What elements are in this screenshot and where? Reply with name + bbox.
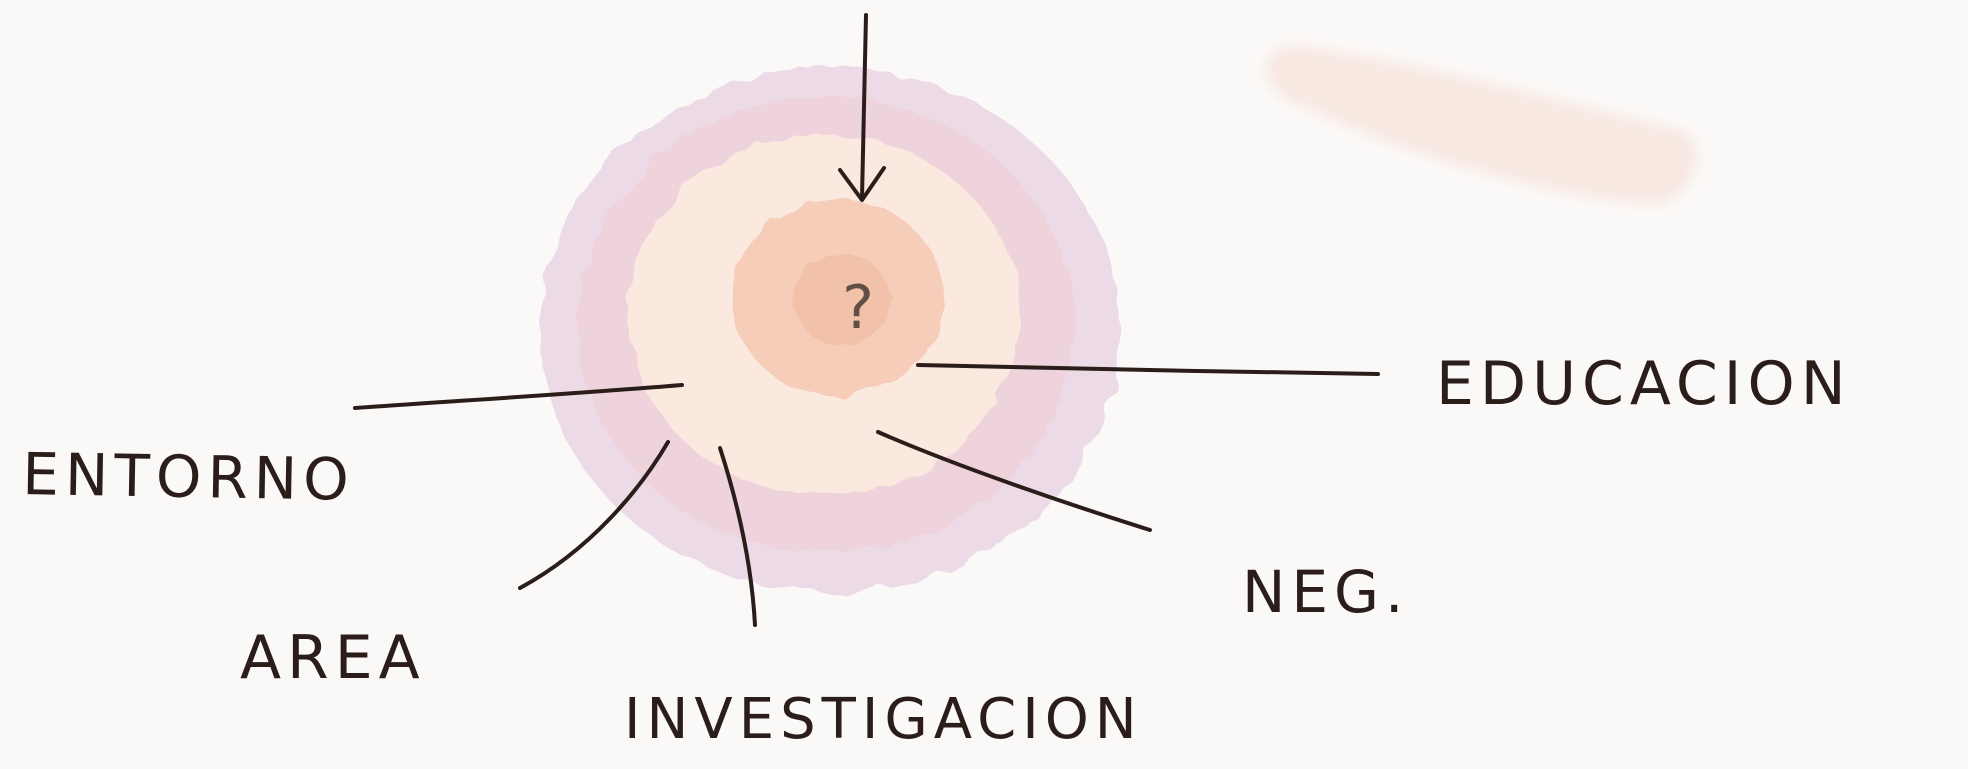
connector-lines	[353, 363, 1380, 627]
label-investigacion: INVESTIGACION	[624, 687, 1143, 752]
line-to-neg	[876, 430, 1152, 532]
label-educacion: EDUCACION	[1436, 349, 1852, 419]
core-center	[794, 254, 890, 346]
line-to-area	[518, 440, 670, 590]
label-neg: NEG.	[1242, 558, 1409, 626]
concentric-rings	[540, 68, 1120, 592]
line-to-educacion	[916, 363, 1380, 376]
line-to-investigacion	[718, 446, 757, 627]
label-area: AREA	[240, 623, 426, 693]
down-arrow-icon	[838, 13, 886, 202]
background-smudge	[1265, 45, 1698, 205]
line-to-entorno	[353, 383, 684, 410]
label-entorno: ENTORNO	[22, 440, 356, 514]
center-question-label: ?	[842, 273, 874, 343]
